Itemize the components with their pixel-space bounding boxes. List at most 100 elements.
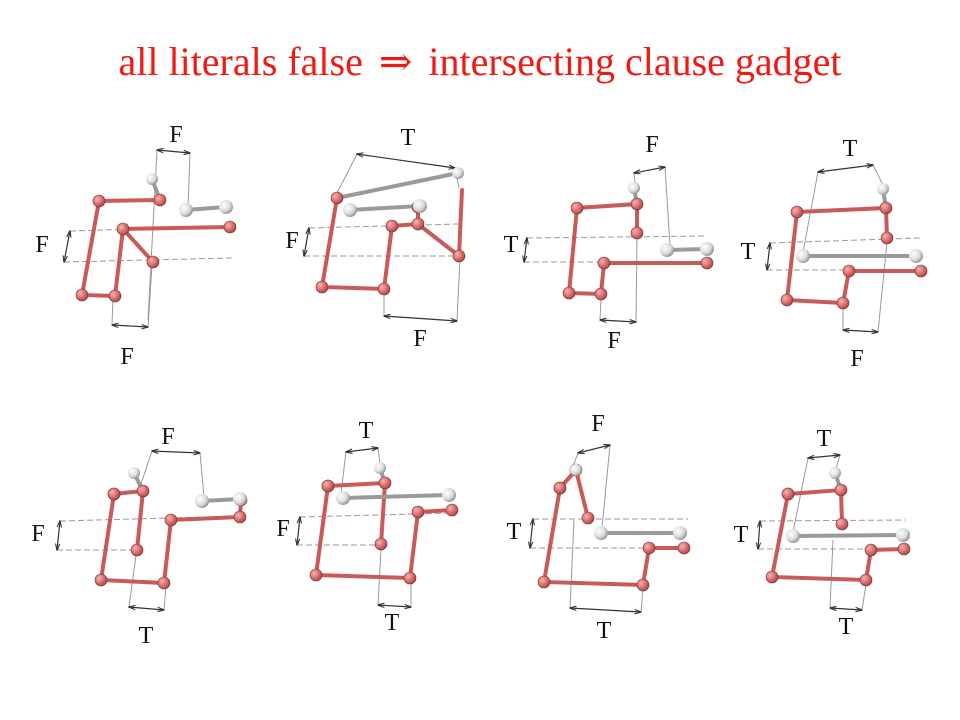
top-dimension-arrow [808,455,840,458]
red-atom [403,571,417,585]
left-dimension-arrow [304,228,309,256]
clause-gadget-3: FTF [504,132,714,354]
red-atom [880,231,894,245]
top-extension-line [199,452,205,498]
red-atom [864,543,878,557]
top-literal-label: F [591,411,604,437]
clause-gadget-8: TTT [734,426,911,640]
top-dimension-arrow [818,165,873,172]
red-atom [700,256,714,270]
red-atom [130,543,144,557]
red-atom [330,191,344,205]
white-atom [896,528,910,542]
left-guide-line [308,223,461,229]
red-chain [121,227,155,264]
bottom-literal-label: F [120,344,133,370]
bottom-dimension-arrow [830,608,862,610]
top-extension-line [335,153,358,196]
red-atom [108,289,122,303]
white-chain [348,204,422,212]
left-dimension-arrow [530,519,533,548]
white-atom [336,491,350,505]
left-dimension-arrow [297,517,300,545]
bottom-extension-line [569,519,575,609]
clause-gadget-4: TTF [741,136,928,372]
red-atom [223,220,237,234]
top-dimension-arrow [357,154,455,168]
red-atom [315,280,329,294]
bottom-dimension-arrow [384,316,457,321]
left-dimension-arrow [57,521,60,550]
red-chain [558,465,590,520]
red-atom [859,573,873,587]
red-atom [378,476,392,490]
left-literal-label: T [507,519,522,545]
white-atom [877,183,889,195]
top-dimension-arrow [346,448,378,452]
red-atom [836,296,850,310]
bottom-literal-label: F [850,346,863,372]
left-literal-label: F [35,232,48,258]
red-atom [630,197,644,211]
left-dimension-arrow [767,243,770,270]
red-atom [309,568,323,582]
red-atom [377,282,391,296]
white-atom [796,249,810,263]
red-atom [677,541,691,555]
red-atom [594,287,608,301]
red-chain [457,188,464,258]
white-atom [219,200,233,214]
left-guide-line [769,237,921,244]
red-atom [75,288,89,302]
red-atom [562,286,576,300]
white-atom [660,243,674,257]
red-atom [233,510,247,524]
white-chain [341,493,451,500]
red-chain [785,210,799,302]
red-chain [79,198,232,299]
red-atom [835,517,849,531]
left-guide-line [59,515,241,522]
white-atom [594,526,608,540]
top-dimension-arrow [157,150,190,153]
left-literal-label: T [741,239,756,265]
red-chain [416,222,461,258]
red-chain [567,261,709,297]
red-chain [567,206,579,295]
red-atom [136,484,150,498]
red-atom [570,201,584,215]
bottom-literal-label: F [607,328,620,354]
bottom-extension-line [111,297,114,326]
bottom-extension-line [599,297,602,321]
bottom-literal-label: F [413,326,426,352]
red-atom [842,264,856,278]
white-atom [233,492,247,506]
white-atom [413,199,427,213]
left-dimension-arrow [758,521,760,549]
clause-gadget-2: TFF [285,125,466,352]
red-atom [897,542,911,556]
left-literal-label: T [734,522,749,548]
white-atom [673,526,687,540]
bottom-dimension-arrow [843,330,878,332]
red-chain [785,269,923,306]
red-atom [116,222,130,236]
bottom-extension-line [635,235,638,323]
red-atom [834,483,848,497]
white-atom [452,167,464,179]
red-atom [411,217,425,231]
white-atom [343,203,357,217]
white-chain [335,171,460,200]
white-atom [146,173,158,185]
red-chain [795,205,889,240]
top-extension-line [572,452,579,467]
red-chain [98,492,243,586]
page-title: all literals false ⇒ intersecting clause… [0,38,960,85]
white-atom [374,462,386,474]
red-atom [781,487,795,501]
top-literal-label: T [817,426,832,452]
bottom-extension-line [163,585,167,611]
top-extension-line [139,450,153,488]
red-atom [780,293,794,307]
red-atom [636,578,650,592]
